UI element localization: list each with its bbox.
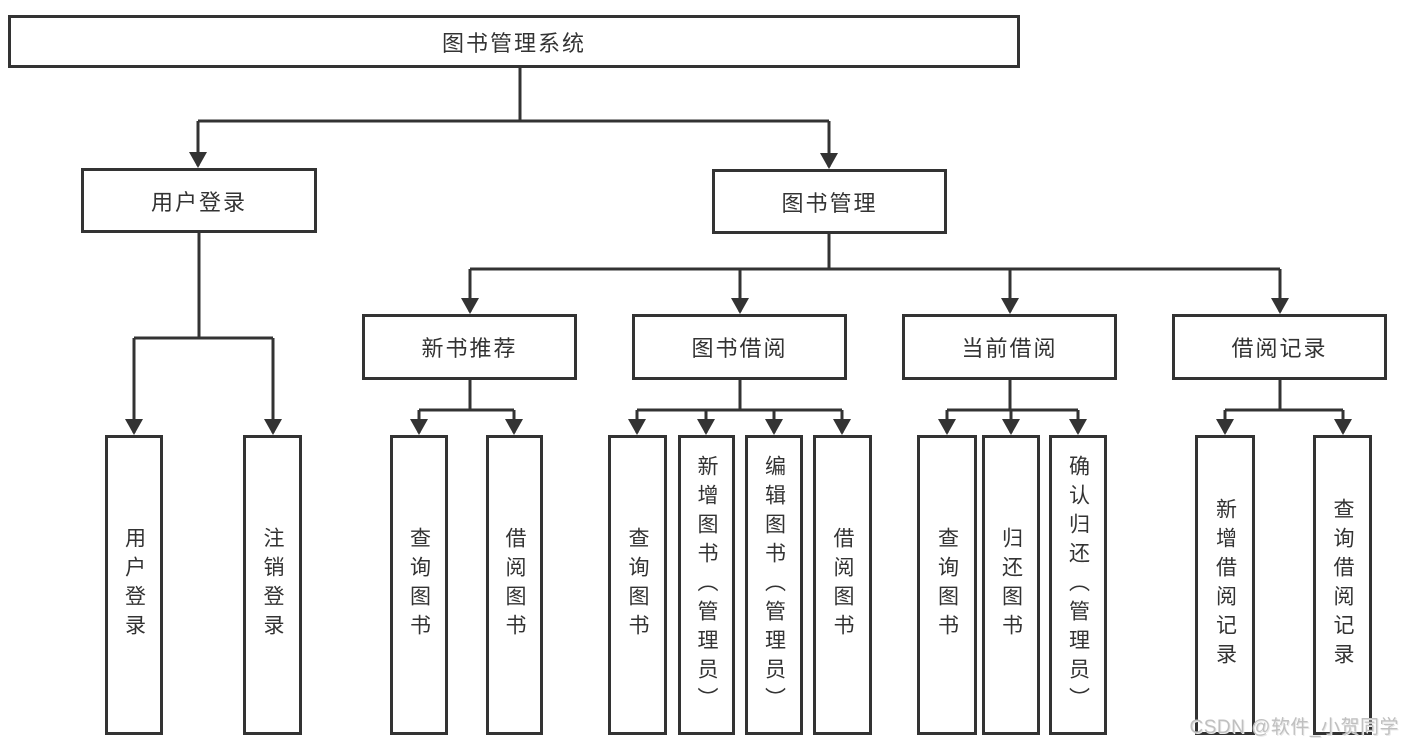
node-new-book-recommendation: 新书推荐 <box>362 314 577 380</box>
node-label: 查询图书 <box>407 527 431 643</box>
node-book-borrowing: 图书借阅 <box>632 314 847 380</box>
leaf-logout: 注销登录 <box>243 435 302 735</box>
node-label: 归还图书 <box>999 527 1023 643</box>
node-label: 查询图书 <box>935 527 959 643</box>
leaf-query-books-recommendation: 查询图书 <box>390 435 448 735</box>
node-label: 用户登录 <box>122 527 146 643</box>
node-label: 编辑图书（管理员） <box>762 454 786 716</box>
leaf-query-books-current: 查询图书 <box>917 435 977 735</box>
node-label: 图书借阅 <box>691 336 788 361</box>
leaf-query-books-borrowing: 查询图书 <box>608 435 667 735</box>
leaf-borrow-book: 借阅图书 <box>813 435 872 735</box>
node-label: 新增借阅记录 <box>1213 498 1237 672</box>
leaf-borrow-book-recommendation: 借阅图书 <box>486 435 543 735</box>
node-label: 用户登录 <box>150 189 247 215</box>
leaf-return-book: 归还图书 <box>982 435 1040 735</box>
csdn-watermark: CSDN @软件_小贺同学 <box>1189 717 1399 738</box>
leaf-add-borrow-record: 新增借阅记录 <box>1195 435 1255 735</box>
leaf-query-borrow-record: 查询借阅记录 <box>1313 435 1372 735</box>
leaf-edit-book-admin: 编辑图书（管理员） <box>745 435 803 735</box>
node-label: 借阅记录 <box>1231 336 1328 361</box>
node-label: 确认归还（管理员） <box>1066 454 1090 716</box>
node-borrowing-records: 借阅记录 <box>1172 314 1387 380</box>
node-label: 借阅图书 <box>831 527 854 643</box>
node-user-login: 用户登录 <box>81 168 317 233</box>
node-label: 查询借阅记录 <box>1331 498 1354 672</box>
node-current-borrowing: 当前借阅 <box>902 314 1117 380</box>
node-label: 查询图书 <box>626 527 649 643</box>
node-label: 图书管理 <box>781 190 878 216</box>
node-label: 新书推荐 <box>421 336 518 361</box>
node-label: 当前借阅 <box>961 336 1058 361</box>
node-book-management: 图书管理 <box>712 169 947 234</box>
node-label: 注销登录 <box>261 527 284 643</box>
leaf-user-login: 用户登录 <box>105 435 163 735</box>
node-library-management-system: 图书管理系统 <box>8 15 1020 68</box>
leaf-confirm-return-admin: 确认归还（管理员） <box>1049 435 1107 735</box>
node-label: 图书管理系统 <box>441 30 586 56</box>
node-label: 借阅图书 <box>503 527 526 643</box>
node-label: 新增图书（管理员） <box>695 454 718 716</box>
leaf-add-book-admin: 新增图书（管理员） <box>678 435 735 735</box>
